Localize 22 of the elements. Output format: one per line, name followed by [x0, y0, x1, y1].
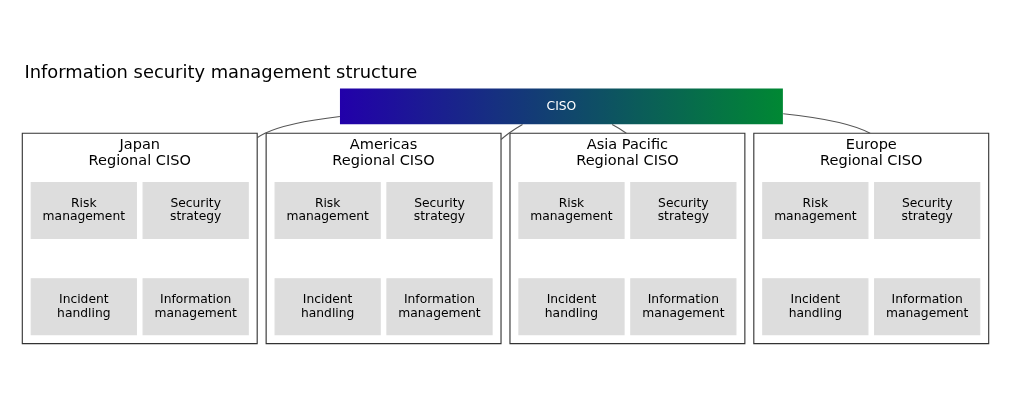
node-box: Security strategy: [386, 181, 493, 239]
node-box: Security strategy: [874, 181, 981, 239]
node-box: Information management: [874, 278, 981, 336]
node-box: Security strategy: [630, 181, 737, 239]
node-box: Security strategy: [142, 181, 249, 239]
node-box: Incident handling: [274, 278, 381, 336]
connector: [256, 115, 341, 139]
connector: [500, 123, 524, 141]
node-box: Incident handling: [762, 278, 869, 336]
diagram-title: Information security management structure: [24, 61, 418, 83]
connector: [611, 123, 627, 134]
node-box: Risk management: [30, 181, 137, 239]
node-box: Information management: [386, 278, 493, 336]
node-box: CISO: [339, 88, 783, 125]
node-box: Information management: [142, 278, 249, 336]
node-box: Risk management: [762, 181, 869, 239]
node-box: Risk management: [518, 181, 625, 239]
node-box: Incident handling: [518, 278, 625, 336]
node-box: Incident handling: [30, 278, 137, 336]
connector: [782, 113, 871, 134]
node-box: Risk management: [274, 181, 381, 239]
node-box: Information management: [630, 278, 737, 336]
